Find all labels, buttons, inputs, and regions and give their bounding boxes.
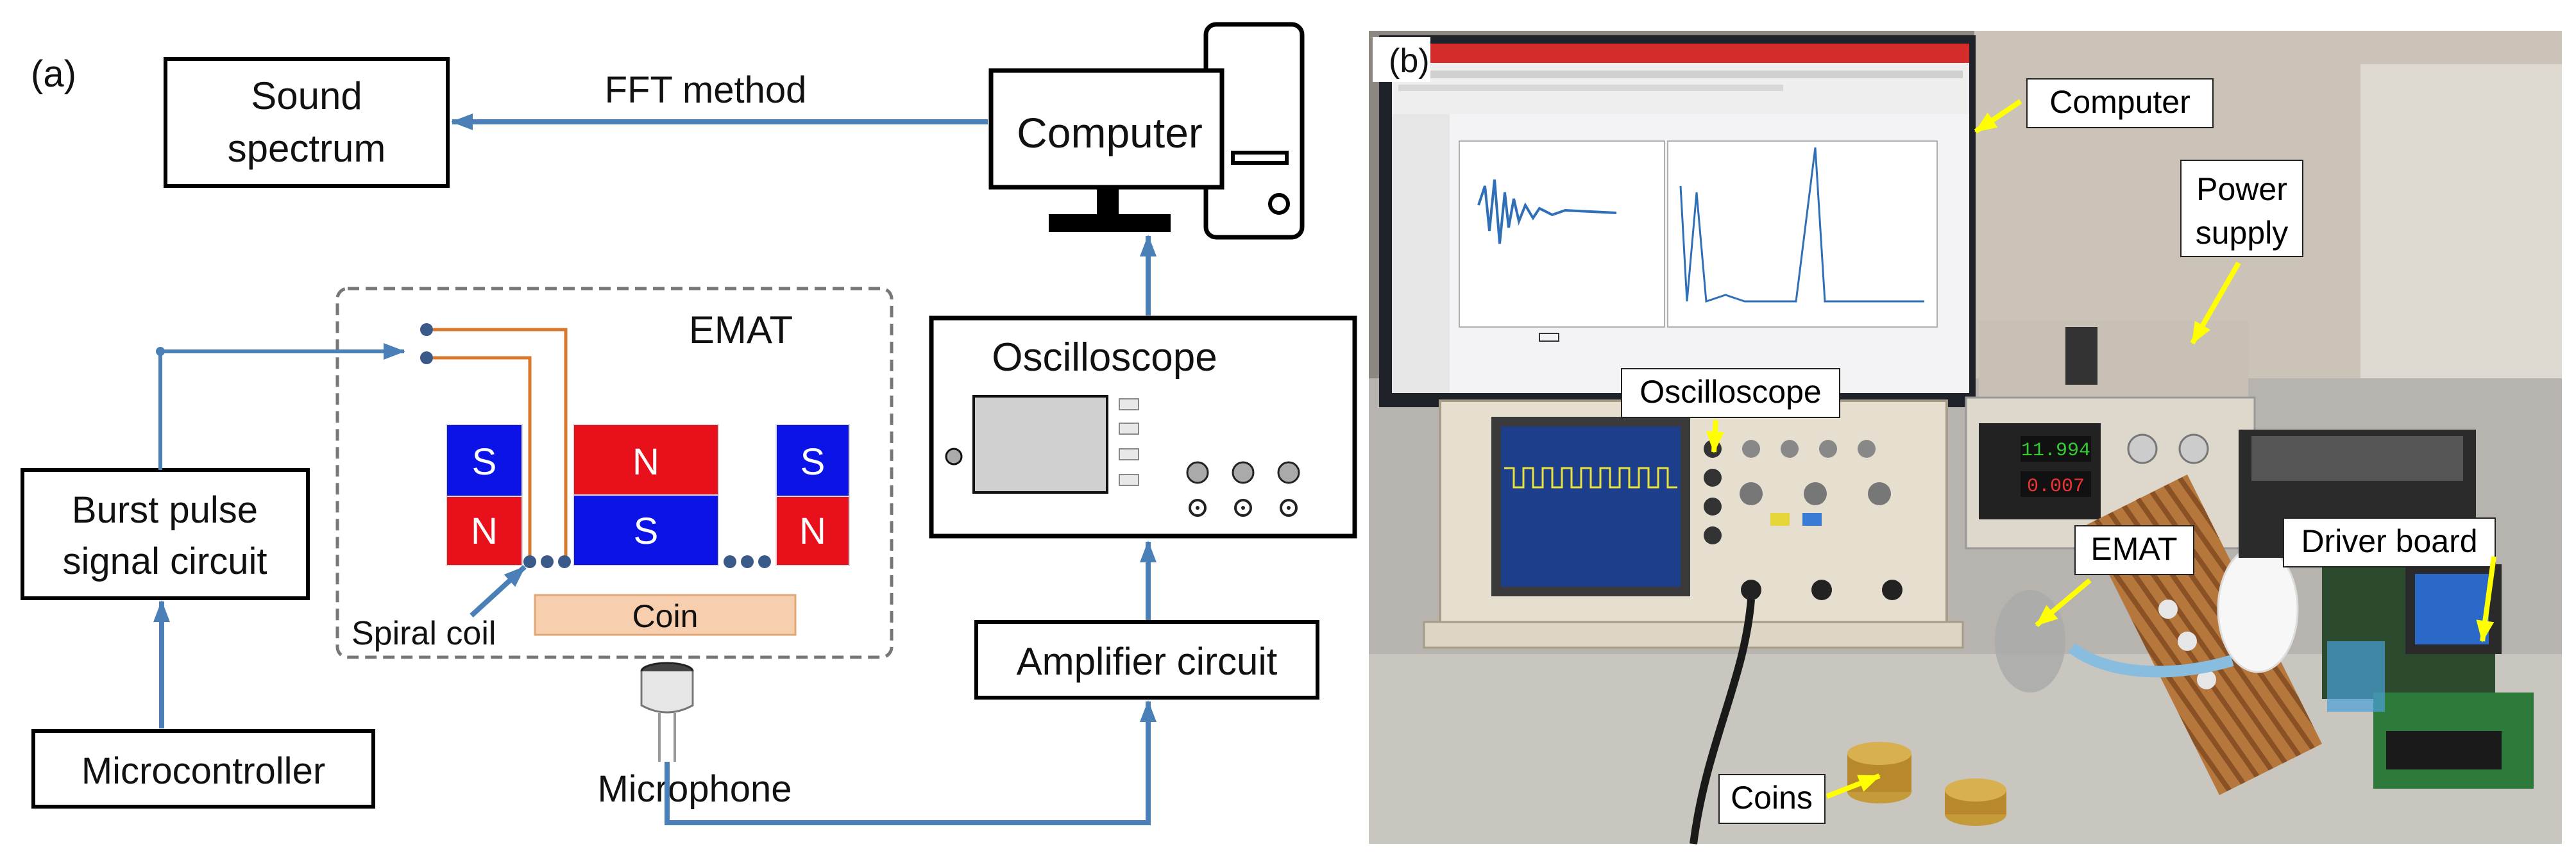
panel-b-photo: 11.994 0.007 [1369, 31, 2562, 844]
spiral-coil-label: Spiral coil [352, 615, 496, 652]
magnet-center-n: N [632, 441, 659, 483]
computer-icon: Computer [988, 22, 1305, 240]
magnet-right: S N [775, 424, 850, 566]
emat-boundary [335, 287, 894, 659]
microcontroller-box: Microcontroller [31, 729, 375, 809]
callout-oscilloscope-text: Oscilloscope [1640, 374, 1821, 410]
photo-coins [1847, 742, 2006, 826]
oscilloscope-box: Oscilloscope [929, 315, 1357, 539]
burst-pulse-box: Burst pulse signal circuit [21, 468, 310, 600]
sound-spectrum-line2: spectrum [228, 127, 386, 170]
panel-b-label: (b) [1389, 42, 1430, 80]
callout-coins: Coins [1718, 773, 1881, 824]
coil-terminals [420, 323, 568, 557]
magnet-right-s: S [801, 441, 826, 483]
magnet-right-n: N [799, 510, 826, 552]
panel-a: (a) Sound spectrum FFT method Computer O… [21, 22, 1357, 825]
amplifier-label: Amplifier circuit [1017, 640, 1278, 683]
magnet-center-s: S [634, 510, 659, 552]
callout-power-line1: Power [2196, 171, 2287, 207]
photo-oscilloscope [1423, 399, 1964, 844]
panel-a-label: (a) [31, 53, 76, 95]
magnet-left-n: N [471, 510, 498, 552]
callout-computer: Computer [1974, 78, 2214, 134]
computer-label: Computer [1017, 109, 1203, 156]
callout-oscilloscope: Oscilloscope [1621, 368, 1840, 453]
burst-pulse-line2: signal circuit [62, 541, 267, 582]
microphone-label: Microphone [597, 768, 792, 810]
callout-coins-text: Coins [1731, 780, 1813, 816]
callout-emat: EMAT [2035, 525, 2194, 628]
fft-method-label: FFT method [605, 69, 807, 111]
sound-spectrum-box: Sound spectrum [164, 57, 450, 188]
sound-spectrum-line1: Sound [251, 74, 362, 117]
psu-amps: 0.007 [2027, 476, 2085, 498]
amplifier-box: Amplifier circuit [974, 620, 1319, 700]
magnet-left: S N [446, 424, 523, 566]
magnet-left-s: S [472, 441, 497, 483]
spiral-coil-arrow [470, 565, 527, 617]
magnet-center: N S [573, 424, 719, 566]
emat-label: EMAT [689, 308, 793, 351]
microphone-icon [640, 662, 694, 762]
callout-emat-text: EMAT [2090, 531, 2177, 567]
monitor [1379, 35, 1976, 407]
burst-to-emat-arrow [158, 343, 405, 470]
callout-computer-text: Computer [2049, 84, 2190, 120]
coin-label: Coin [632, 598, 699, 634]
callout-driver-text: Driver board [2301, 523, 2477, 559]
callout-power-line2: supply [2196, 215, 2289, 251]
callout-power-supply: Power supply [2180, 160, 2303, 344]
coin-rect [534, 594, 797, 636]
callout-driver-board: Driver board [2283, 517, 2496, 642]
oscilloscope-label: Oscilloscope [992, 335, 1217, 380]
burst-pulse-line1: Burst pulse [72, 489, 258, 531]
spiral-coil [523, 555, 771, 568]
microcontroller-label: Microcontroller [81, 750, 325, 792]
psu-volts: 11.994 [2021, 440, 2090, 462]
mic-to-amp-arrow [665, 700, 1157, 825]
panel-b-label-bg [1373, 37, 1430, 82]
